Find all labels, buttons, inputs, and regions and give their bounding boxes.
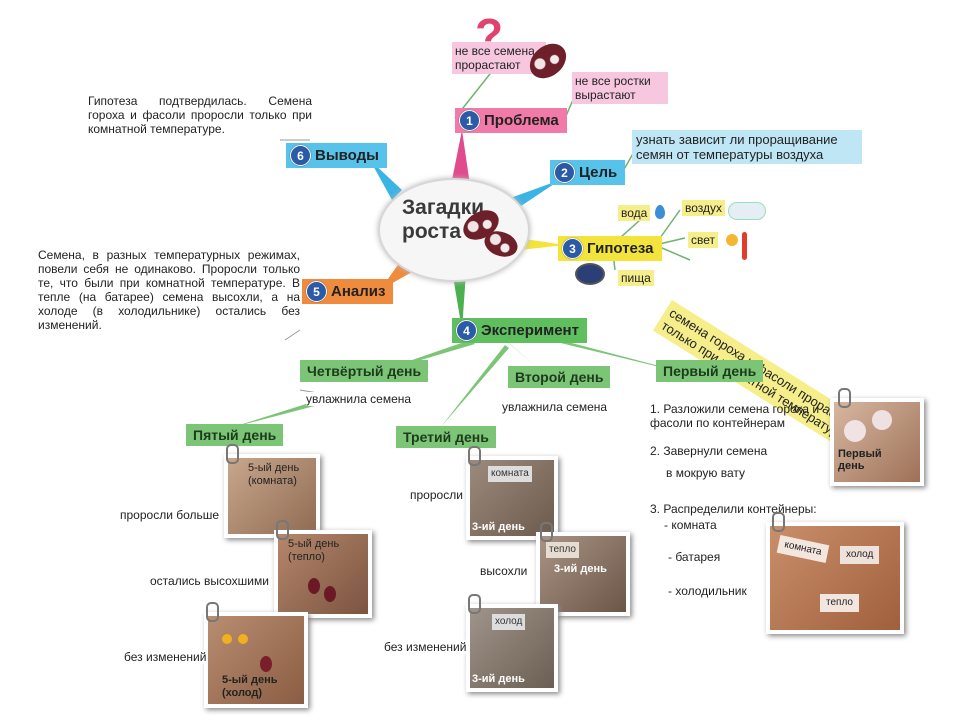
ray-problem	[452, 130, 470, 185]
day3-tag-cold: холод	[492, 614, 526, 630]
paperclip-icon	[226, 444, 239, 464]
day3-photo-warm: тепло 3-ий день	[536, 532, 630, 616]
water-drop-icon	[655, 205, 665, 219]
ray-hypothesis	[518, 238, 565, 250]
number-badge: 3	[562, 238, 583, 259]
factor-air: воздух	[682, 200, 726, 216]
central-node	[378, 178, 530, 282]
day3-photo-cold: холод 3-ий день	[466, 604, 558, 692]
day3-tag-room: комната	[488, 466, 532, 482]
branch-goal-label: Цель	[579, 164, 618, 181]
day1-step-3: 3. Распределили контейнеры:	[650, 502, 817, 516]
day5-caption-warm: 5-ый день (тепло)	[288, 538, 340, 563]
day5-result-unchanged: без изменений	[124, 650, 207, 664]
day3-caption-1: 3-ий день	[472, 521, 525, 533]
factor-food: пища	[618, 270, 654, 286]
number-badge: 2	[554, 162, 575, 183]
ray-day3	[440, 345, 509, 428]
day5-caption-room: 5-ый день (комната)	[248, 462, 300, 487]
analysis-text: Семена, в разных температурных режимах, …	[38, 248, 300, 332]
branch-experiment-label: Эксперимент	[481, 322, 579, 339]
goal-text: узнать зависит ли проращивание семян от …	[632, 130, 862, 164]
day1-step-2: 2. Завернули семена	[650, 444, 768, 458]
day3-caption-2: 3-ий день	[554, 563, 607, 575]
day1-step-1: 1. Разложили семена гороха и фасоли по к…	[650, 402, 820, 430]
ray-experiment	[452, 270, 466, 330]
branch-hypothesis: 3 Гипотеза	[558, 236, 662, 261]
number-badge: 6	[290, 145, 311, 166]
sun-thermometer-icon	[726, 234, 738, 246]
day5-photo-room: 5-ый день (комната)	[224, 454, 320, 538]
day1-label: Первый день	[656, 360, 764, 382]
branch-problem: 1 Проблема	[455, 108, 567, 133]
paperclip-icon	[468, 594, 481, 614]
branch-analysis-label: Анализ	[331, 283, 386, 300]
ray-conclusions	[370, 160, 402, 200]
branch-experiment: 4 Эксперимент	[452, 318, 587, 343]
paperclip-icon	[540, 522, 553, 542]
number-badge: 5	[306, 281, 327, 302]
day3-tag-warm: тепло	[546, 542, 579, 558]
day2-text: увлажнила семена	[502, 400, 608, 414]
paperclip-icon	[468, 446, 481, 466]
branch-analysis: 5 Анализ	[302, 279, 394, 304]
day5-photo-cold: 5-ый день (холод)	[204, 612, 308, 708]
day5-result-stayed-dry: остались высохшими	[150, 574, 269, 588]
container-tag-room: комната	[776, 535, 830, 563]
branch-problem-label: Проблема	[484, 112, 559, 129]
day3-caption-3: 3-ий день	[472, 673, 525, 685]
day5-caption-cold: 5-ый день (холод)	[222, 674, 278, 699]
day5-label: Пятый день	[186, 424, 284, 446]
seed-icon	[844, 420, 866, 442]
plate-icon	[575, 263, 605, 285]
branch-conclusions-label: Выводы	[315, 147, 379, 164]
cloud-icon	[728, 202, 766, 220]
branch-conclusions: 6 Выводы	[286, 143, 387, 168]
day1-place-fridge: - холодильник	[668, 584, 747, 598]
ray-day2	[505, 340, 540, 370]
paperclip-icon	[772, 512, 785, 532]
number-badge: 4	[456, 320, 477, 341]
day3-result-unchanged: без изменений	[384, 640, 467, 654]
pea-icon	[222, 634, 232, 644]
day1-step-2b: в мокрую вату	[666, 466, 746, 480]
day1-containers-photo: комната холод тепло	[766, 522, 904, 634]
day1-place-room: - комната	[664, 518, 717, 532]
bean-icon	[260, 656, 272, 672]
day4-text: увлажнила семена	[306, 392, 412, 406]
container-tag-cold: холод	[840, 546, 880, 564]
day3-result-grew: проросли	[410, 488, 463, 502]
day2-label: Второй день	[508, 366, 611, 388]
day1-photo: Первый день	[830, 398, 924, 486]
branch-goal: 2 Цель	[550, 160, 626, 185]
pea-icon	[238, 634, 248, 644]
day3-label: Третий день	[396, 426, 496, 448]
bean-icon	[308, 578, 320, 594]
paperclip-icon	[276, 520, 289, 540]
paperclip-icon	[206, 602, 219, 622]
ray-day5	[230, 398, 330, 428]
day5-result-grew-more: проросли больше	[120, 508, 220, 522]
thermometer-icon	[742, 232, 747, 260]
factor-light: свет	[688, 232, 719, 248]
day1-photo-caption: Первый день	[838, 448, 882, 472]
paperclip-icon	[838, 388, 851, 408]
day4-label: Четвёртый день	[300, 360, 429, 382]
factor-water: вода	[618, 205, 651, 221]
central-title: Загадки роста	[402, 196, 485, 243]
day1-place-battery: - батарея	[668, 550, 721, 564]
problem-note-1: не все семена прорастают	[452, 42, 546, 74]
seed-icon	[872, 410, 892, 430]
bean-icon	[324, 586, 336, 602]
day3-result-dried: высохли	[480, 564, 528, 578]
branch-hypothesis-label: Гипотеза	[587, 240, 654, 257]
problem-note-2: не все ростки вырастают	[572, 72, 668, 104]
container-tag-warm: тепло	[820, 594, 859, 612]
number-badge: 1	[459, 110, 480, 131]
conclusions-text: Гипотеза подтвердилась. Семена гороха и …	[88, 94, 312, 136]
day5-photo-warm: 5-ый день (тепло)	[274, 530, 372, 618]
